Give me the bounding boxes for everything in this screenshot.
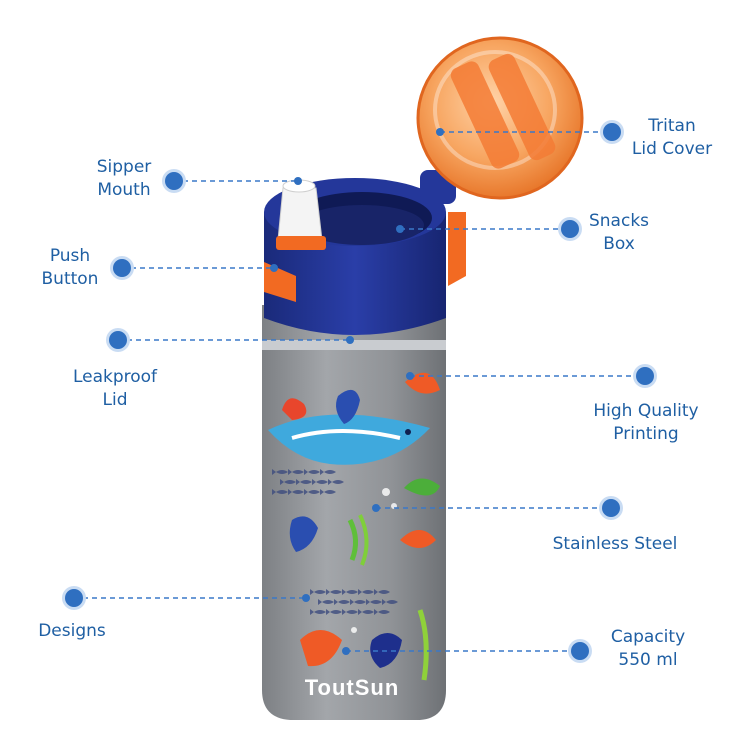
fish-icon <box>318 599 334 605</box>
label-high-quality-printing: High Quality Printing <box>593 401 699 444</box>
fish-icon <box>334 599 350 605</box>
bottle-body <box>262 305 446 720</box>
dot-stainless-steel <box>372 496 623 520</box>
fish-school <box>272 469 344 495</box>
label-stainless-steel: Stainless Steel <box>552 534 678 554</box>
fish-icon <box>358 589 374 595</box>
fish-icon <box>326 589 342 595</box>
fish-icon <box>272 469 288 475</box>
dot-capacity <box>342 639 592 663</box>
fish-icon <box>310 609 326 615</box>
fish-icon <box>272 489 288 495</box>
dot-snacks-box <box>396 217 582 241</box>
fish-icon <box>296 479 312 485</box>
label-sipper-mouth: Sipper Mouth <box>96 157 152 200</box>
callout-dots <box>62 120 657 663</box>
fish-icon <box>280 479 296 485</box>
label-capacity: Capacity 550 ml <box>610 627 686 670</box>
fish-icon <box>382 599 398 605</box>
tritan-lid-shape <box>416 36 584 200</box>
fish-icon <box>374 609 390 615</box>
label-designs: Designs <box>38 621 106 641</box>
sea-life-print <box>268 372 440 681</box>
push-button-shape <box>264 262 296 302</box>
fish-icon <box>304 469 320 475</box>
dot-push-button <box>110 256 278 280</box>
dot-tritan-lid-cover <box>436 120 624 144</box>
fish-icon <box>366 599 382 605</box>
dot-designs <box>62 586 310 610</box>
fish-icon <box>374 589 390 595</box>
fish-icon <box>342 609 358 615</box>
label-tritan-lid-cover: Tritan Lid Cover <box>631 116 713 159</box>
fish-icon <box>304 489 320 495</box>
fish-icon <box>328 479 344 485</box>
fish-icon <box>288 469 304 475</box>
fish-icon <box>358 609 374 615</box>
fish-icon <box>342 589 358 595</box>
dot-high-quality-printing <box>406 364 657 388</box>
label-snacks-box: Snacks Box <box>588 211 650 254</box>
fish-icon <box>320 469 336 475</box>
fish-school <box>310 589 398 615</box>
fish-icon <box>326 609 342 615</box>
fish-icon <box>350 599 366 605</box>
fish-icon <box>310 589 326 595</box>
callout-lines <box>74 131 645 652</box>
fish-icon <box>288 489 304 495</box>
dot-sipper-mouth <box>162 169 302 193</box>
dot-leakproof-lid <box>106 328 354 352</box>
brand-logo: ToutSun <box>305 675 400 700</box>
fish-icon <box>312 479 328 485</box>
label-push-button: Push Button <box>41 246 99 289</box>
label-leakproof-lid: Leakproof Lid <box>72 367 158 410</box>
fish-icon <box>320 489 336 495</box>
